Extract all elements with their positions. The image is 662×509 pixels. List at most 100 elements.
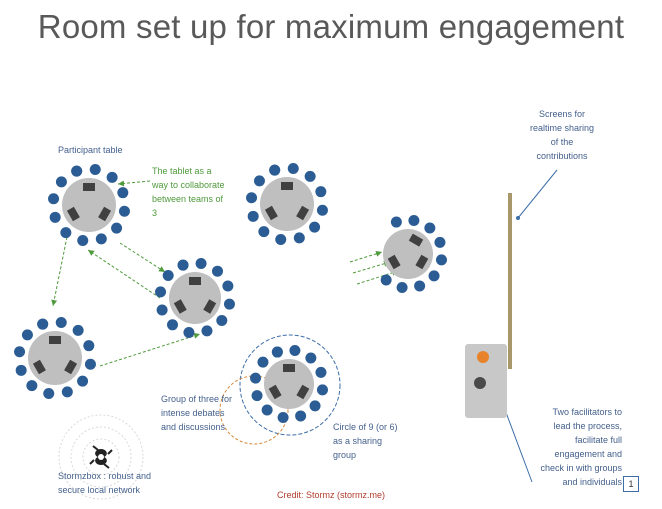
participant-seat xyxy=(21,329,33,341)
participant-seat xyxy=(201,325,213,337)
participant-table xyxy=(155,258,235,338)
participant-seat xyxy=(60,227,72,239)
participant-seat xyxy=(162,270,174,282)
participant-seat xyxy=(435,254,447,266)
participant-seat xyxy=(156,304,168,316)
participant-seat xyxy=(155,286,167,298)
tablet xyxy=(98,206,112,222)
participant-seat xyxy=(309,400,321,412)
credit: Credit: Stormz (stormz.me) xyxy=(276,490,385,500)
participant-table xyxy=(48,164,130,246)
participant-seat xyxy=(183,326,195,338)
participant-seat xyxy=(277,411,289,423)
participant-seat xyxy=(247,210,259,222)
participant-seat xyxy=(71,165,83,177)
participant-seat xyxy=(380,274,392,286)
participant-seat xyxy=(396,281,408,293)
participant-seat xyxy=(269,164,281,176)
participant-table xyxy=(250,345,328,423)
participant-seat xyxy=(43,387,55,399)
participant-seat xyxy=(261,404,273,416)
participant-seat xyxy=(304,170,316,182)
page-number: 1 xyxy=(623,476,639,492)
group-of-three-circle xyxy=(219,375,289,445)
tablet xyxy=(415,254,429,270)
participant-seat xyxy=(295,410,307,422)
table-top xyxy=(383,229,433,279)
tablet xyxy=(296,384,310,400)
tablet xyxy=(173,299,187,314)
tablet xyxy=(264,205,278,221)
participant-seat xyxy=(251,390,263,402)
tablet xyxy=(66,206,80,222)
participant-seat xyxy=(177,259,189,271)
participant-seat xyxy=(111,222,123,234)
participant-seat xyxy=(424,222,436,234)
participant-seat xyxy=(223,298,235,310)
participant-seat xyxy=(77,234,89,246)
participant-seat xyxy=(287,163,299,175)
participant-seat xyxy=(84,358,96,370)
participant-table-label: Participant table xyxy=(58,145,123,155)
tablet xyxy=(408,233,424,247)
participant-seat xyxy=(72,324,84,336)
stormzbox-logo-icon xyxy=(89,445,113,469)
participant-seat xyxy=(118,205,130,217)
participant-seat xyxy=(15,364,27,376)
participant-seat xyxy=(271,346,283,358)
participant-seat xyxy=(14,346,26,358)
participant-seat xyxy=(77,375,89,387)
participant-seat xyxy=(434,236,446,248)
facilitator-dark xyxy=(474,377,486,389)
tablet xyxy=(268,384,282,400)
collaboration-arrows xyxy=(51,180,399,367)
tablet xyxy=(281,182,293,190)
participant-seat xyxy=(55,176,67,188)
page-title: Room set up for maximum engagement xyxy=(37,8,625,45)
tablet xyxy=(49,336,61,344)
participant-seat xyxy=(216,314,228,326)
participant-seat xyxy=(316,384,328,396)
participant-seat xyxy=(48,193,60,205)
participant-seat xyxy=(37,318,49,330)
sharing-group-circle xyxy=(239,334,341,436)
participant-seat xyxy=(83,340,95,352)
participant-seat xyxy=(89,164,101,176)
participant-seat xyxy=(55,317,67,329)
tablet xyxy=(32,359,46,375)
tablet xyxy=(296,205,310,221)
facilitator-stand xyxy=(465,344,507,418)
facilitator-orange xyxy=(477,351,489,363)
tablet xyxy=(64,359,78,375)
participant-seat xyxy=(275,233,287,245)
participant-seat xyxy=(315,186,327,198)
participant-seat xyxy=(26,380,38,392)
participant-table xyxy=(380,215,447,293)
participant-seat xyxy=(95,233,107,245)
participant-seat xyxy=(246,192,258,204)
participant-seat xyxy=(309,221,321,233)
tablet xyxy=(203,299,217,314)
participant-seat xyxy=(258,226,270,238)
participant-seat xyxy=(106,171,118,183)
participant-seat xyxy=(195,258,207,270)
participant-seat xyxy=(167,319,179,331)
participant-seat xyxy=(289,345,301,357)
tablet xyxy=(387,254,401,270)
participant-seat xyxy=(222,280,234,292)
participant-seat xyxy=(408,215,420,227)
tablet xyxy=(283,364,295,372)
participant-seat xyxy=(250,372,262,384)
circle-of-nine-label: Circle of 9 (or 6)as a sharing group xyxy=(333,422,398,460)
tablet xyxy=(83,183,95,191)
participant-seat xyxy=(390,216,402,228)
stormzbox xyxy=(58,414,144,500)
participant-table xyxy=(246,163,328,245)
participant-seat xyxy=(253,175,265,187)
participant-seat xyxy=(211,265,223,277)
